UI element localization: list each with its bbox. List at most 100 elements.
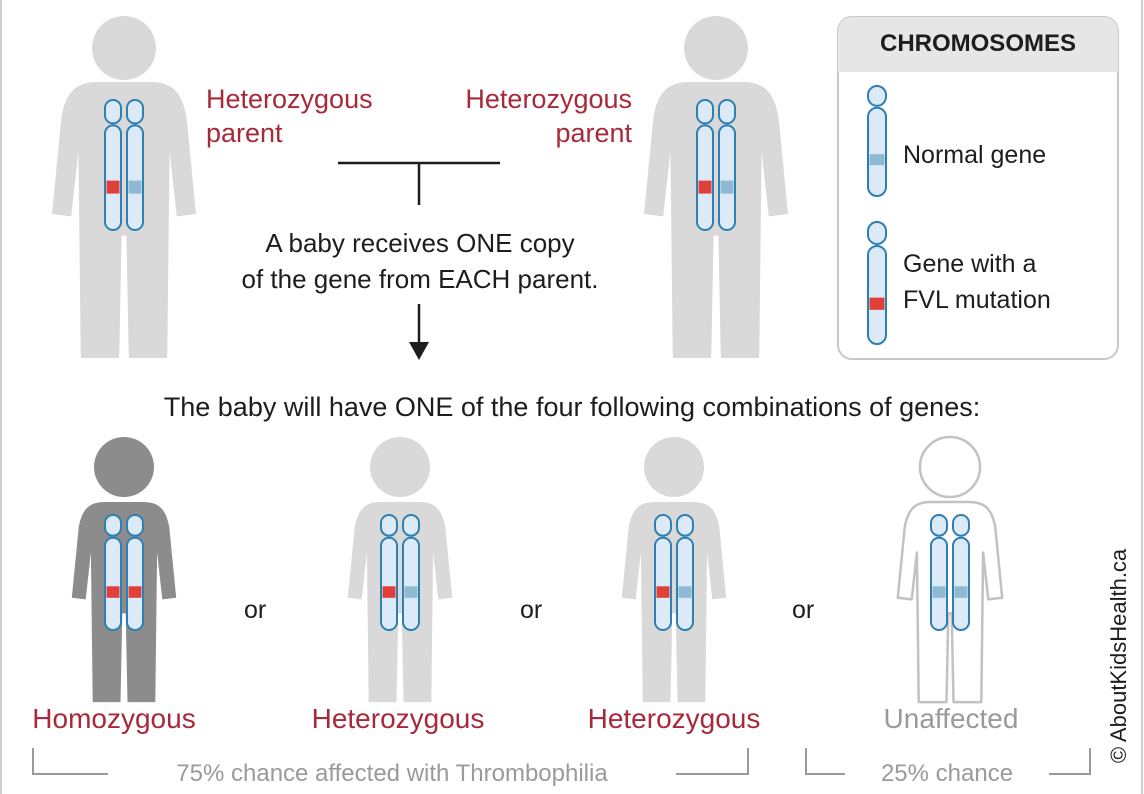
unaffected-figure-chromosome-right [952, 514, 970, 632]
legend-normal-chromosome-long-arm [867, 106, 887, 197]
unaffected-figure-body [896, 500, 1004, 704]
legend-mutation-chromosome-long-arm [867, 244, 887, 346]
parent-right-figure-body [644, 82, 788, 358]
parent-right-figure-chromosome-right-long-arm [718, 124, 736, 231]
unaffected-figure-chromosome-right-short-arm [952, 514, 970, 537]
outcome-label-heterozygous-2: Heterozygous [587, 703, 761, 734]
heterozygous-2-figure-chromosome-right-short-arm [676, 514, 694, 537]
legend-mutation-label-line1: Gene with a [903, 250, 1037, 278]
parent-left-figure-chromosome-left-short-arm [104, 99, 122, 125]
parent-right-figure-chromosome-right-normal-band [720, 180, 734, 194]
heterozygous-2-figure-chromosome-right-normal-band [678, 586, 692, 598]
legend-mutation-label-line2: FVL mutation [903, 286, 1051, 314]
parent-left-figure-chromosome-right-short-arm [126, 99, 144, 125]
combinations-heading: The baby will have ONE of the four follo… [163, 392, 981, 422]
heterozygous-1-figure-chromosome-right-long-arm [402, 536, 420, 632]
homozygous-figure-chromosome-right-mutation-band [128, 586, 142, 598]
inheritance-note-line1: A baby receives ONE copy [265, 228, 575, 258]
inheritance-note-line2: of the gene from EACH parent. [241, 264, 599, 294]
heterozygous-2-figure [621, 437, 727, 703]
heterozygous-1-figure-body [347, 502, 453, 703]
unaffected-figure-head [918, 435, 982, 499]
outcome-label-homozygous: Homozygous [32, 703, 196, 734]
parent-right-figure-chromosome-left [696, 99, 714, 231]
outcome-label-unaffected: Unaffected [883, 703, 1019, 734]
legend-mutation-chromosome-mutation-band [869, 297, 885, 310]
homozygous-figure-chromosome-right-short-arm [126, 514, 144, 537]
left-parent-label-line2: parent [206, 118, 283, 148]
heterozygous-2-figure-chromosome-right-long-arm [676, 536, 694, 632]
heterozygous-1-figure [347, 437, 453, 703]
parent-right-figure-chromosome-right [718, 99, 736, 231]
legend-mutation-label: Gene with a FVL mutation [903, 246, 1051, 318]
left-parent-label: Heterozygous parent [206, 82, 373, 150]
bracket-affected-right [676, 748, 749, 775]
homozygous-figure-chromosome-right-long-arm [126, 536, 144, 632]
heterozygous-1-figure-chromosome-right [402, 514, 420, 632]
or-separator-2: or [520, 596, 543, 624]
unaffected-figure-chromosome-left [930, 514, 948, 632]
down-arrow-head [409, 342, 429, 360]
unaffected-figure [896, 435, 1004, 704]
parent-left-figure-chromosome-right [126, 99, 144, 231]
or-separator-3: or [792, 596, 815, 624]
heterozygous-2-figure-chromosome-left-mutation-band [656, 586, 670, 598]
heterozygous-1-figure-chromosome-left-mutation-band [382, 586, 396, 598]
bracket-unaffected-label: 25% chance [880, 760, 1014, 787]
heterozygous-2-figure-chromosome-left-short-arm [654, 514, 672, 537]
inheritance-note: A baby receives ONE copy of the gene fro… [200, 225, 640, 297]
bracket-unaffected-right [1049, 748, 1091, 775]
heterozygous-2-figure-head [644, 437, 704, 497]
unaffected-figure-chromosome-right-normal-band [954, 586, 968, 598]
parent-right-figure-head [684, 16, 748, 80]
outcome-label-heterozygous-1: Heterozygous [311, 703, 485, 734]
legend-header [838, 17, 1118, 72]
parent-left-figure-chromosome-left [104, 99, 122, 231]
homozygous-figure-chromosome-left-mutation-band [106, 586, 120, 598]
credit-text: © AboutKidsHealth.ca [1106, 548, 1131, 764]
right-parent-label-line1: Heterozygous [465, 84, 632, 114]
homozygous-figure-body [71, 502, 177, 703]
bracket-unaffected-left [805, 748, 845, 775]
unaffected-figure-chromosome-left-normal-band [932, 586, 946, 598]
legend-normal-chromosome-short-arm [867, 85, 887, 107]
homozygous-figure-chromosome-right [126, 514, 144, 632]
legend-normal-chromosome [867, 85, 887, 197]
homozygous-figure-chromosome-left-short-arm [104, 514, 122, 537]
legend-mutation-chromosome-short-arm [867, 221, 887, 245]
bracket-affected-label: 75% chance affected with Thrombophilia [176, 760, 608, 787]
parent-right-figure-chromosome-left-long-arm [696, 124, 714, 231]
parent-left-figure-chromosome-left-mutation-band [106, 180, 120, 194]
parent-right-figure-chromosome-right-short-arm [718, 99, 736, 125]
homozygous-figure-chromosome-left-long-arm [104, 536, 122, 632]
unaffected-figure-chromosome-left-long-arm [930, 536, 948, 632]
homozygous-figure-chromosome-left [104, 514, 122, 632]
homozygous-figure [71, 437, 177, 703]
homozygous-figure-head [94, 437, 154, 497]
parent-left-figure-chromosome-right-normal-band [128, 180, 142, 194]
parent-left-figure-chromosome-left-long-arm [104, 124, 122, 231]
left-parent-label-line1: Heterozygous [206, 84, 373, 114]
heterozygous-1-figure-head [370, 437, 430, 497]
heterozygous-1-figure-chromosome-right-normal-band [404, 586, 418, 598]
heterozygous-2-figure-chromosome-right [676, 514, 694, 632]
bracket-affected-left [32, 748, 108, 775]
parent-left-figure-head [92, 16, 156, 80]
heterozygous-2-figure-chromosome-left [654, 514, 672, 632]
legend-normal-label: Normal gene [903, 141, 1047, 169]
heterozygous-1-figure-chromosome-left [380, 514, 398, 632]
parent-left-figure-chromosome-right-long-arm [126, 124, 144, 231]
right-parent-label: Heterozygous parent [465, 82, 632, 150]
figures-layer [52, 16, 1004, 704]
parent-right-figure-chromosome-left-mutation-band [698, 180, 712, 194]
heterozygous-2-figure-body [621, 502, 727, 703]
parent-right-figure [644, 16, 788, 358]
legend-mutation-chromosome [867, 221, 887, 346]
unaffected-figure-chromosome-left-short-arm [930, 514, 948, 537]
parent-left-figure-body [52, 82, 196, 358]
heterozygous-2-figure-chromosome-left-long-arm [654, 536, 672, 632]
heterozygous-1-figure-chromosome-left-long-arm [380, 536, 398, 632]
parent-left-figure [52, 16, 196, 358]
unaffected-figure-chromosome-right-long-arm [952, 536, 970, 632]
